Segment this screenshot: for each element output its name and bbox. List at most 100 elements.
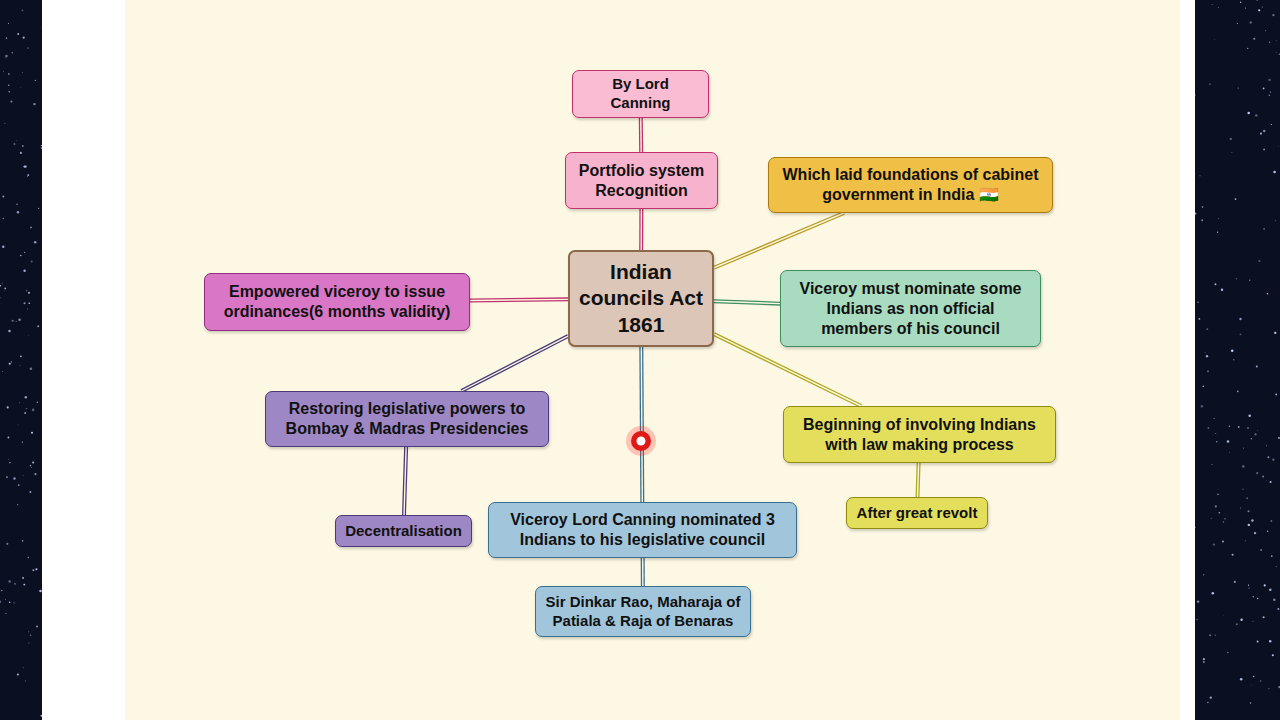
star — [8, 330, 11, 333]
star — [1258, 9, 1260, 11]
star — [22, 145, 24, 147]
star — [26, 290, 28, 292]
star — [1234, 581, 1236, 583]
star — [0, 297, 1, 299]
topic-text: Portfolio system Recognition — [574, 161, 709, 201]
star — [6, 37, 8, 39]
topic-text: Indian councils Act 1861 — [578, 259, 704, 338]
star — [1262, 6, 1263, 7]
star — [1275, 393, 1277, 395]
star — [1250, 702, 1251, 703]
star — [1233, 359, 1234, 360]
connector-stroke — [642, 558, 644, 586]
star — [1197, 302, 1198, 303]
star — [1215, 505, 1217, 507]
connector-stroke — [714, 213, 844, 268]
star — [1257, 641, 1259, 643]
star — [1216, 441, 1217, 442]
star — [1256, 366, 1258, 368]
star — [3, 218, 4, 219]
branch-connector — [470, 299, 568, 300]
star — [1245, 7, 1246, 8]
star — [34, 473, 36, 475]
star — [23, 165, 25, 167]
pointer-center — [637, 437, 646, 446]
star — [36, 625, 38, 627]
connector-stroke — [404, 447, 406, 515]
star — [1243, 448, 1244, 449]
star — [1213, 39, 1215, 41]
star — [1240, 507, 1242, 509]
star — [5, 57, 6, 58]
star — [8, 85, 9, 86]
star — [1229, 426, 1231, 428]
star — [2, 246, 4, 248]
connector-stroke — [714, 213, 844, 268]
star — [1240, 678, 1243, 681]
star — [27, 308, 29, 310]
star — [1224, 518, 1226, 520]
star — [1279, 53, 1280, 55]
topic-box: Beginning of involving Indians with law … — [783, 406, 1056, 463]
star — [2, 371, 3, 372]
topic-box: Sir Dinkar Rao, Maharaja of Patiala & Ra… — [535, 586, 751, 637]
star — [1239, 318, 1241, 320]
star — [1272, 654, 1274, 656]
star — [1204, 351, 1206, 353]
star — [37, 402, 38, 403]
star — [1271, 124, 1272, 125]
star — [1206, 355, 1208, 357]
star — [1273, 599, 1275, 601]
star — [1215, 634, 1216, 635]
star — [0, 285, 1, 287]
star — [28, 292, 30, 294]
star — [22, 10, 24, 12]
topic-box: Restoring legislative powers to Bombay &… — [265, 391, 549, 447]
star — [1240, 1, 1241, 2]
star — [8, 458, 10, 460]
star — [12, 320, 14, 322]
star — [1211, 464, 1212, 465]
star — [1235, 198, 1237, 200]
star — [1237, 391, 1239, 393]
star — [1202, 206, 1204, 208]
connector-stroke — [714, 301, 780, 303]
branch-connector — [714, 213, 844, 268]
star — [20, 255, 22, 257]
star — [27, 175, 28, 176]
star — [7, 437, 9, 439]
star — [15, 140, 17, 142]
star — [1271, 520, 1273, 522]
star — [1265, 30, 1266, 31]
star — [1269, 42, 1270, 43]
star — [30, 368, 33, 371]
branch-connector — [404, 447, 406, 515]
star — [1221, 288, 1223, 290]
star — [1269, 589, 1272, 592]
star — [1240, 333, 1242, 335]
star — [1267, 293, 1268, 294]
star — [1263, 616, 1265, 618]
star — [32, 569, 34, 571]
star — [1217, 232, 1218, 233]
star — [1270, 91, 1271, 92]
star — [1231, 349, 1234, 352]
connector-stroke — [641, 558, 645, 586]
topic-text: Sir Dinkar Rao, Maharaja of Patiala & Ra… — [544, 593, 742, 631]
star — [1268, 94, 1270, 96]
topic-box: Portfolio system Recognition — [565, 152, 718, 209]
star — [1267, 531, 1268, 532]
star — [1263, 88, 1265, 90]
star — [1213, 543, 1215, 545]
topic-box: After great revolt — [846, 497, 988, 529]
star — [1223, 615, 1225, 617]
star — [1218, 218, 1219, 219]
star — [1276, 52, 1277, 53]
star — [21, 72, 23, 74]
star — [1270, 481, 1272, 483]
star — [1277, 145, 1279, 147]
branch-connector — [714, 301, 780, 303]
star — [10, 101, 12, 103]
star — [5, 613, 6, 614]
star — [1249, 21, 1252, 24]
